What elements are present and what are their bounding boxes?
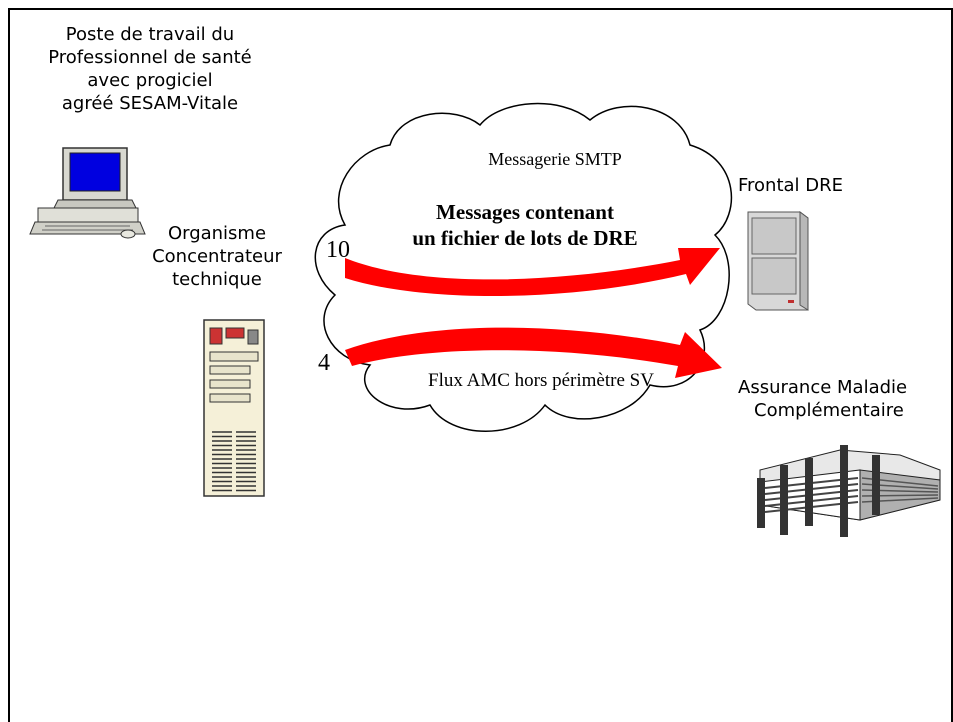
workstation-line-3: avec progiciel [87,70,213,91]
server-tower-icon [203,319,265,497]
arrow-top-number: 10 [326,237,350,263]
amc-line-2: Complémentaire [754,400,904,421]
building-icon [757,445,941,537]
amc-line-1: Assurance Maladie [738,377,908,398]
cloud-title: Messagerie SMTP [488,149,622,169]
cloud-message: Messages contenant un fichier de lots de… [370,199,680,251]
cloud-message-line-1: Messages contenant [436,200,614,224]
computer-icon [29,147,146,239]
workstation-line-1: Poste de travail du [65,24,235,45]
amc-label: Assurance Maladie Complémentaire [738,376,953,422]
frontal-server-icon [747,211,809,311]
concentrator-line-1: Organisme [167,223,267,244]
workstation-line-2: Professionnel de santé [48,47,252,68]
arrow-bottom [345,327,722,378]
concentrator-line-2: Concentrateur [152,246,282,267]
workstation-line-4: agréé SESAM-Vitale [61,93,239,114]
diagram-frame [8,8,953,722]
arrow-top [345,248,720,297]
arrow-bottom-number: 4 [318,350,330,376]
cloud-message-line-2: un fichier de lots de DRE [412,226,638,250]
concentrator-line-3: technique [172,269,262,290]
frontal-dre-label: Frontal DRE [738,175,844,196]
flow-label: Flux AMC hors périmètre SV [428,370,654,391]
concentrator-label: Organisme Concentrateur technique [142,222,292,291]
workstation-label: Poste de travail du Professionnel de san… [5,23,295,115]
